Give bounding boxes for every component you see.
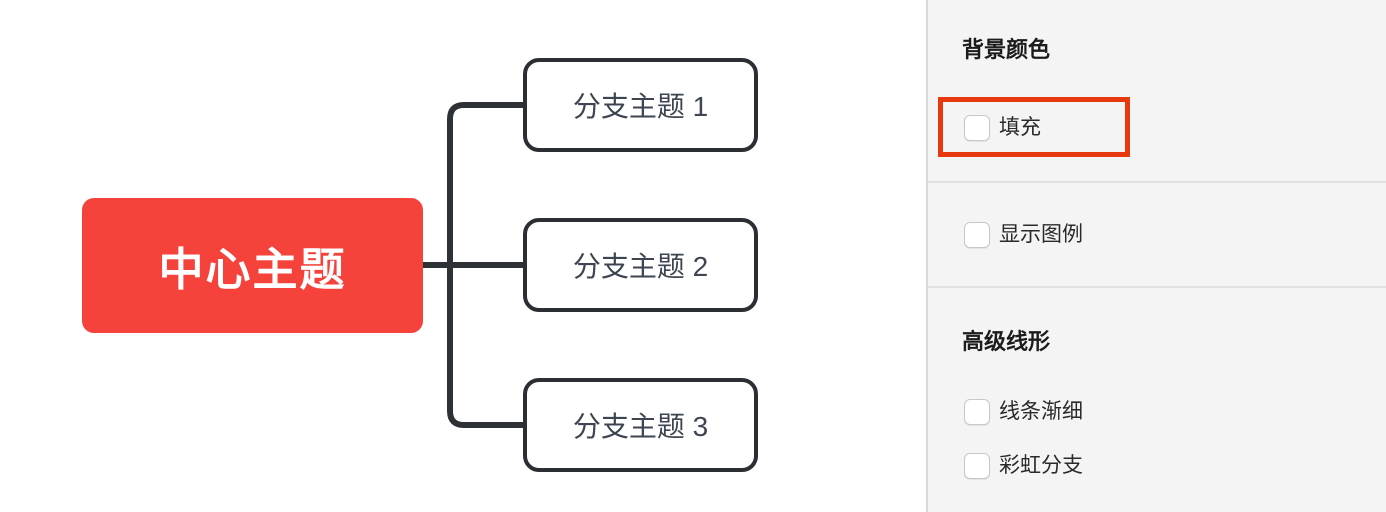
rainbow-branch-checkbox-label: 彩虹分支 (999, 454, 1083, 477)
line-taper-checkbox-label: 线条渐细 (999, 400, 1083, 423)
fill-checkbox-label: 填充 (999, 116, 1041, 139)
line-taper-checkbox[interactable] (964, 399, 990, 425)
section-divider (928, 286, 1386, 288)
central-topic-label: 中心主题 (158, 244, 347, 295)
branch-topic-node-3[interactable]: 分支主题 3 (523, 378, 758, 472)
branch-topic-label: 分支主题 2 (572, 251, 709, 282)
branch-topic-node-1[interactable]: 分支主题 1 (523, 58, 758, 152)
line-taper-option-row[interactable]: 线条渐细 (964, 399, 1083, 425)
section-divider (928, 181, 1386, 183)
branch-topic-node-2[interactable]: 分支主题 2 (523, 218, 758, 312)
rainbow-branch-checkbox[interactable] (964, 453, 990, 479)
show-legend-checkbox-label: 显示图例 (999, 223, 1083, 246)
mindmap-canvas[interactable]: 中心主题 分支主题 1 分支主题 2 分支主题 3 (0, 0, 926, 512)
branch-topic-label: 分支主题 1 (572, 91, 709, 122)
rainbow-branch-option-row[interactable]: 彩虹分支 (964, 453, 1083, 479)
central-topic-node[interactable]: 中心主题 (82, 198, 423, 333)
fill-option-row[interactable]: 填充 (964, 115, 1041, 141)
background-color-section-header: 背景颜色 (962, 37, 1051, 62)
settings-panel: 背景颜色 填充 显示图例 高级线形 线条渐细 彩虹分支 (926, 0, 1386, 512)
fill-checkbox[interactable] (964, 115, 990, 141)
branch-connector-lines (423, 102, 523, 428)
show-legend-option-row[interactable]: 显示图例 (964, 222, 1083, 248)
show-legend-checkbox[interactable] (964, 222, 990, 248)
advanced-line-section-header: 高级线形 (962, 329, 1051, 354)
branch-topic-label: 分支主题 3 (572, 411, 709, 442)
